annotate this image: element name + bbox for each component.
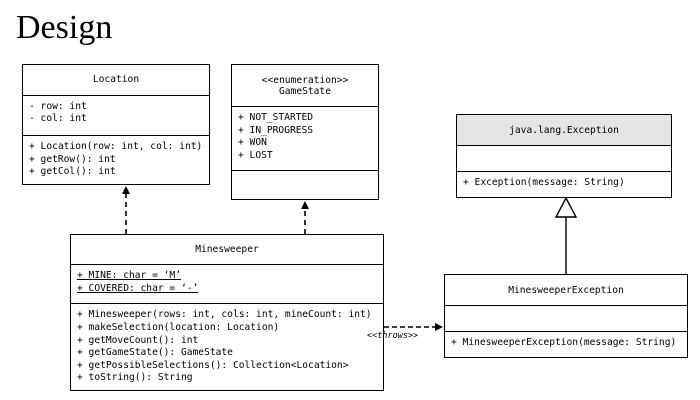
operation-tostring: + toString(): String — [77, 372, 193, 384]
operation-getrow: + getRow(): int — [29, 153, 116, 165]
class-name-cell: Location — [23, 65, 209, 95]
throws-label: <<throws>> — [367, 331, 418, 341]
enum-literal: + NOT_STARTED — [238, 112, 314, 123]
enum-literal: + LOST — [238, 149, 273, 161]
operations-compartment: + Location(row: int, col: int) + getRow(… — [23, 135, 209, 184]
operations-compartment: + Exception(message: String) — [457, 171, 671, 197]
class-gamestate: <<enumeration>> GameState + NOT_STARTED … — [231, 64, 379, 200]
class-minesweeper-exception: MinesweeperException + MinesweeperExcept… — [444, 274, 688, 358]
enum-literal: + WON — [238, 137, 267, 149]
enum-literal: + IN_PROGRESS — [238, 124, 314, 136]
literals-compartment: + NOT_STARTED + IN_PROGRESS + WON + LOST — [232, 106, 378, 170]
operation-getpossibleselections: + getPossibleSelections(): Collection<Lo… — [77, 359, 349, 371]
dependency-arrow-gamestate — [301, 201, 309, 234]
operation-makeselection: + makeSelection(location: Location) — [77, 322, 280, 334]
class-stereotype: <<enumeration>> — [261, 74, 349, 86]
static-attribute-covered: + COVERED: char = ‘-’ — [77, 282, 199, 294]
operation-getgamestate: + getGameState(): GameState — [77, 347, 233, 359]
class-name: Minesweeper — [195, 244, 259, 256]
attribute-col: - col: int — [29, 113, 87, 125]
slide-title: Design — [16, 9, 113, 46]
class-name: java.lang.Exception — [509, 124, 619, 136]
class-location: Location - row: int - col: int + Locatio… — [22, 64, 210, 185]
operation-getmovecount: + getMoveCount(): int — [77, 334, 199, 346]
generalization-arrow — [554, 196, 578, 274]
class-name-cell: <<enumeration>> GameState — [232, 65, 378, 106]
dependency-arrow-location — [122, 186, 130, 234]
attributes-compartment — [445, 305, 687, 331]
attributes-compartment: - row: int - col: int — [23, 94, 209, 136]
attributes-compartment — [457, 145, 671, 171]
operation-constructor: + Exception(message: String) — [463, 177, 625, 188]
class-exception: java.lang.Exception + Exception(message:… — [456, 114, 672, 198]
class-name-cell: MinesweeperException — [445, 275, 687, 305]
attributes-compartment: + MINE: char = ‘M’ + COVERED: char = ‘-’ — [71, 264, 383, 303]
operations-compartment: + MinesweeperException(message: String) — [445, 331, 687, 357]
operation-constructor: + Minesweeper(rows: int, cols: int, mine… — [77, 309, 372, 321]
operation-getcol: + getCol(): int — [29, 166, 116, 178]
class-name-cell: Minesweeper — [71, 235, 383, 264]
class-name: GameState — [279, 85, 331, 97]
class-name-cell: java.lang.Exception — [457, 115, 671, 145]
operation-constructor: + Location(row: int, col: int) — [29, 141, 203, 153]
operation-constructor: + MinesweeperException(message: String) — [451, 337, 677, 348]
throws-arrow — [384, 323, 443, 331]
operations-compartment: + Minesweeper(rows: int, cols: int, mine… — [71, 303, 383, 390]
static-attribute-mine: + MINE: char = ‘M’ — [77, 270, 181, 282]
class-name: MinesweeperException — [508, 284, 624, 296]
class-name: Location — [92, 74, 140, 86]
attribute-row: - row: int — [29, 100, 87, 112]
operations-compartment — [232, 170, 378, 199]
class-minesweeper: Minesweeper + MINE: char = ‘M’ + COVERED… — [70, 234, 384, 391]
